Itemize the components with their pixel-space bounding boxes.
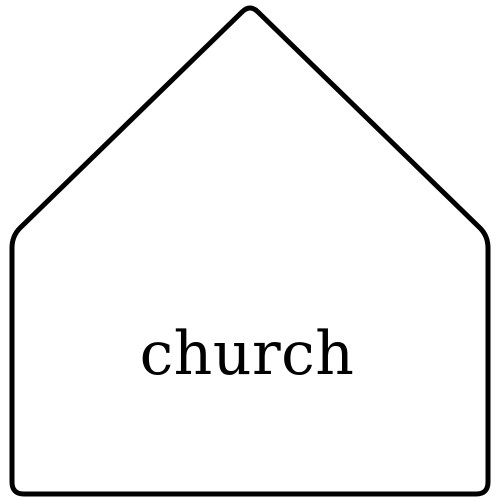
- house-outline-path: [9, 5, 491, 497]
- house-label: church: [139, 319, 355, 389]
